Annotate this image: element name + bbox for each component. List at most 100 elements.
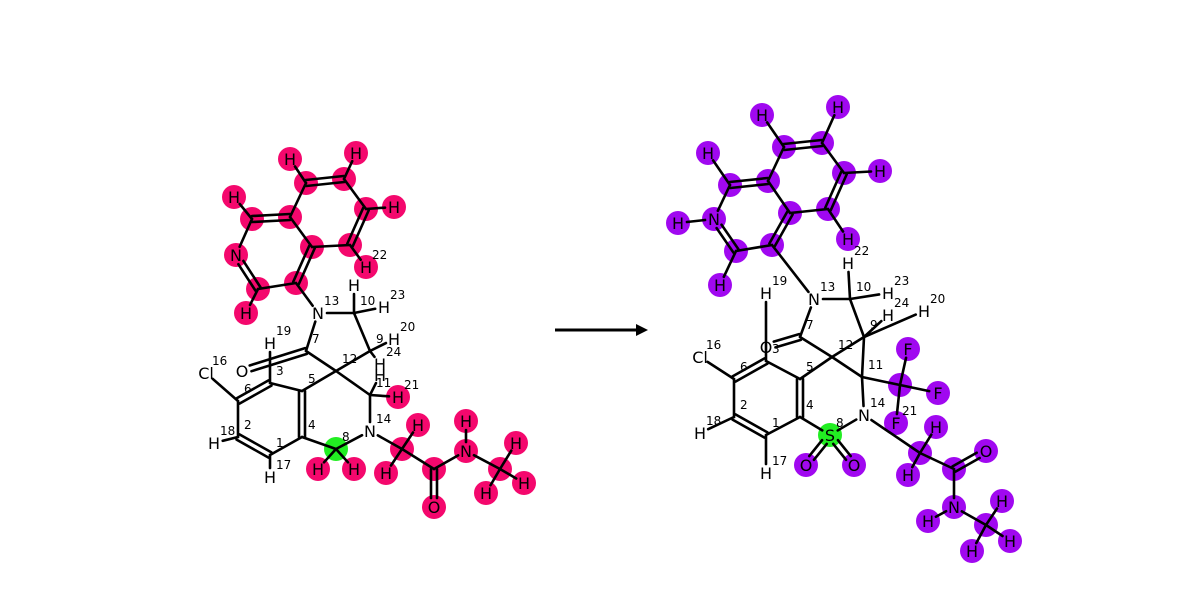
reactant-atom-r_h8a: H: [312, 460, 324, 479]
product-highlight-p_qh1: [708, 273, 732, 297]
reactant-atom-r_qh2: H: [228, 188, 240, 207]
reactant-bond-33b: [250, 212, 292, 218]
reactant-bond-26: [368, 381, 378, 397]
product-atom-p_h_c10: H: [842, 254, 854, 273]
reaction-arrow: [555, 324, 648, 336]
reactant-atom-r_qh3: H: [284, 150, 296, 169]
product-atom-p_n13: N: [808, 290, 820, 309]
product-atom-index-p_n14: 14: [870, 396, 885, 410]
reactant-highlight-r_meh3: [474, 481, 498, 505]
product-highlight-p_nhH: [916, 509, 940, 533]
product-bond-52: [918, 433, 933, 455]
product-atom-p_qh6: H: [842, 230, 854, 249]
reactant-bond-0b: [235, 438, 270, 459]
product-atom-index-p_h23: 23: [894, 274, 909, 288]
product-atom-p_h19: H: [760, 284, 772, 303]
product-bond-36a: [729, 182, 770, 190]
reactant-bond-15: [334, 349, 372, 373]
reactant-highlight-r_qh3: [278, 147, 302, 171]
reactant-atom-index-r_c8: 8: [342, 430, 350, 444]
product-bond-16: [848, 297, 866, 339]
product-atom-index-p_c5: 5: [806, 360, 814, 374]
product-bond-8b: [836, 438, 853, 458]
reactant-bond-46: [348, 243, 363, 262]
product-bond-41: [820, 141, 846, 175]
product-bond-28: [898, 356, 908, 387]
product-bond-40a: [783, 144, 824, 152]
reactant-bond-37a: [305, 180, 346, 188]
reactant-atom-index-r_c5: 5: [308, 372, 316, 386]
reactant-bond-38: [342, 177, 368, 211]
reactant-bond-48: [400, 431, 415, 451]
product-bond-18b: [774, 338, 803, 349]
reactant-bond-23: [368, 341, 388, 353]
reactant-bond-33a: [250, 218, 292, 224]
product-highlight-p_nh: [942, 495, 966, 519]
reactant-bond-31a: [242, 259, 262, 289]
product-bond-48: [820, 113, 836, 145]
product-bond-17: [830, 335, 866, 359]
reactant-bond-37b: [304, 174, 345, 182]
reactant-atom-r_ch2h1: H: [412, 416, 424, 435]
reactant-bond-25: [368, 393, 391, 398]
product-atom-index-p_c2: 2: [740, 398, 748, 412]
reactant-bond-27: [322, 447, 338, 464]
product-bond-45: [685, 218, 707, 224]
product-bond-42a: [823, 170, 843, 210]
reactant-atom-r_h_c10: H: [348, 276, 360, 295]
product-bond-51: [870, 418, 922, 455]
product-atom-index-p_c10: 10: [856, 280, 871, 294]
reactant-atom-r_h19: H: [264, 334, 276, 353]
product-atom-p_ch2h2: H: [902, 466, 914, 485]
product-bond-50: [826, 207, 845, 233]
reactant-atom-r_qh6: H: [360, 258, 372, 277]
product-bond-9: [836, 418, 858, 432]
product-atom-p_h18: H: [694, 424, 706, 443]
reactant-highlight-r_qh4: [344, 141, 368, 165]
reactant-atom-index-r_h20: 20: [400, 320, 415, 334]
reactant-highlight-r_qh1: [234, 301, 258, 325]
reactant-highlight-r_meh1: [504, 431, 528, 455]
product-bond-61: [974, 523, 988, 545]
product-bond-14: [798, 306, 813, 339]
reactant-atom-index-r_h18: 18: [220, 424, 235, 438]
reactant-bond-42: [238, 202, 254, 221]
product-bonds: [685, 113, 1004, 545]
product-atom-p_qh4: H: [832, 98, 844, 117]
product-bond-18a: [772, 332, 801, 343]
product-bond-27: [860, 375, 902, 387]
product-bond-59: [984, 507, 999, 527]
product-bond-40b: [782, 138, 823, 146]
reactant-bond-10: [300, 369, 338, 393]
product-highlight-p_meh3: [960, 539, 984, 563]
reactant-highlight-r_coO: [422, 495, 446, 519]
product-atom-p_nhH: H: [922, 512, 934, 531]
reactant-atom-index-r_n13: 13: [324, 294, 339, 308]
product-bond-13: [798, 335, 834, 359]
product-atom-p_o: O: [760, 338, 773, 357]
reactant-highlight-r_qh5: [382, 195, 406, 219]
product-bond-10: [860, 375, 865, 408]
reactant-bond-2a: [238, 384, 273, 405]
product-highlight-p_f2: [926, 381, 950, 405]
product-atom-p_nh: N: [948, 498, 960, 517]
product-bond-34b: [715, 226, 735, 254]
product-atom-p_qh3: H: [756, 106, 768, 125]
reactant-highlight-r_nh: [454, 439, 478, 463]
reactant-atom-index-r_cl: 16: [212, 354, 227, 368]
product-atom-p_ch2h1: H: [930, 418, 942, 437]
product-bond-20: [706, 415, 736, 431]
reactant-atom-r_h23: H: [378, 298, 390, 317]
product-atom-p_s: S: [825, 426, 835, 445]
product-highlights: [666, 95, 1022, 563]
product-highlight-p_qh5: [868, 159, 892, 183]
product-atom-index-p_c6: 6: [740, 360, 748, 374]
product-atom-p_h23: H: [882, 284, 894, 303]
reactant-atom-r_meh2: H: [518, 474, 530, 493]
reactant-bond-50: [400, 447, 436, 471]
reactant-atom-r_qN: N: [230, 246, 242, 265]
product-bond-60: [984, 523, 1004, 538]
product-atom-index-p_h24: 24: [894, 296, 909, 310]
reactant-bond-45: [364, 206, 387, 211]
product-atom-p_meh3: H: [966, 542, 978, 561]
